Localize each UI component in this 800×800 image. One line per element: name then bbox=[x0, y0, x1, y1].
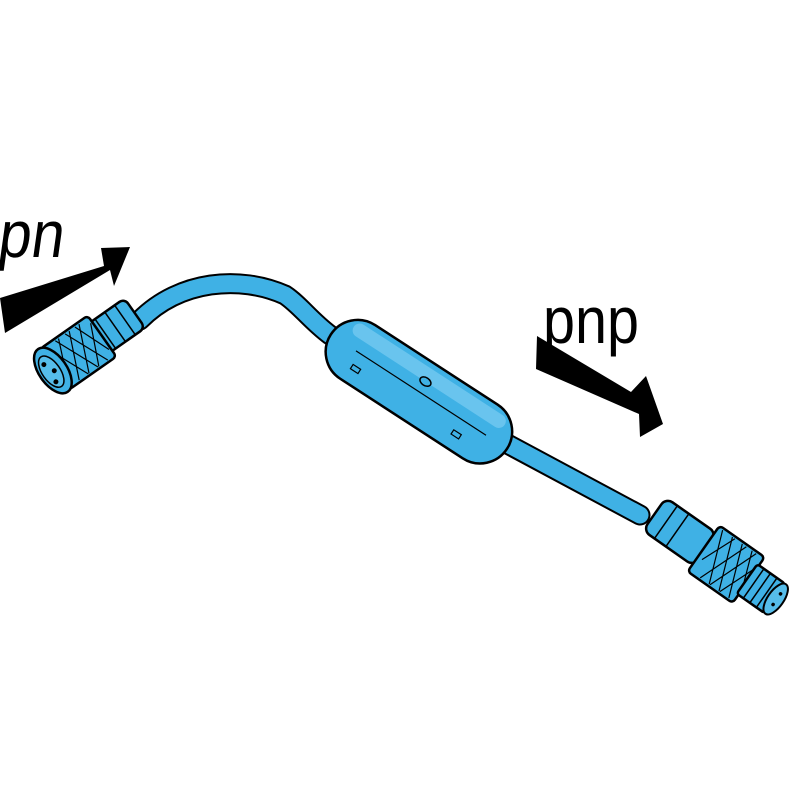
indicator-led-icon bbox=[419, 376, 432, 388]
output-arrow-icon bbox=[536, 336, 663, 437]
output-signal-label: pnp bbox=[543, 283, 639, 357]
input-signal-label: npn bbox=[0, 198, 70, 272]
right-cable bbox=[489, 429, 651, 526]
left-cable bbox=[129, 273, 341, 346]
male-connector bbox=[644, 499, 789, 616]
input-arrow-icon bbox=[0, 247, 130, 333]
male-pin-face bbox=[762, 582, 789, 616]
converter-body bbox=[324, 318, 514, 465]
status-window-right-icon bbox=[450, 428, 463, 440]
female-connector bbox=[32, 299, 145, 395]
status-window-left-icon bbox=[349, 363, 362, 375]
